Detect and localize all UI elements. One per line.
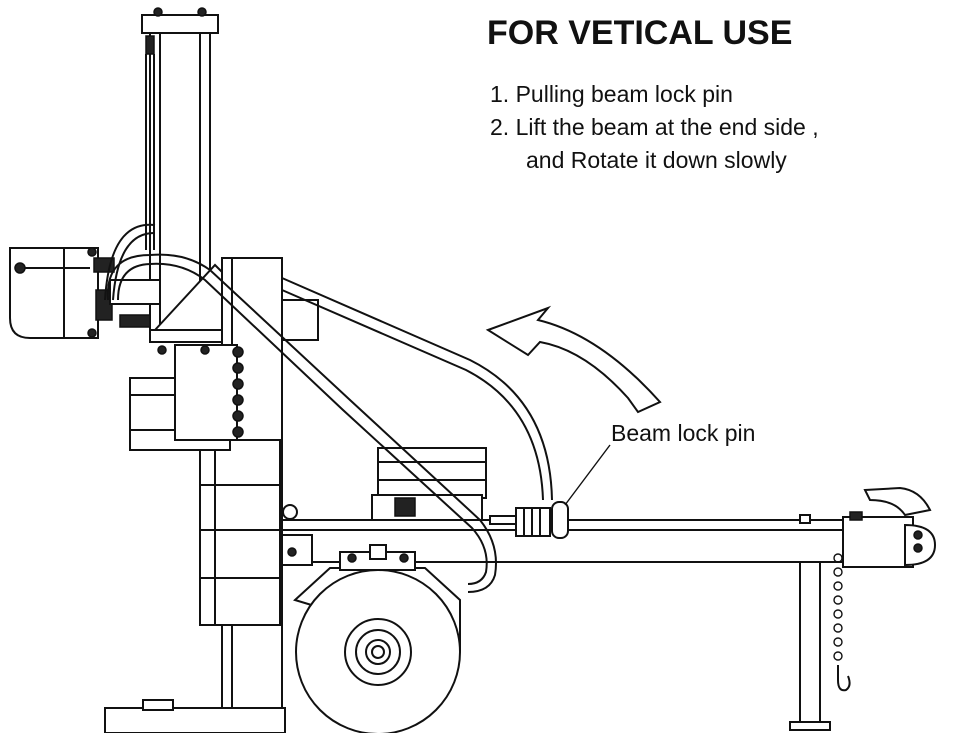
- rotation-arrow: [485, 305, 662, 414]
- beam-lock-pin-label: Beam lock pin: [611, 420, 756, 446]
- column-rungs: [199, 439, 281, 626]
- control-valve: [9, 247, 161, 339]
- engine: [371, 447, 487, 521]
- hydraulic-hose-main: [106, 253, 497, 593]
- instruction-title: FOR VETICAL USE: [487, 14, 793, 52]
- beam-lock-pin: [489, 501, 569, 539]
- hydraulic-hose-upper: [104, 223, 156, 301]
- step-2-continued: and Rotate it down slowly: [526, 147, 787, 173]
- jack-stand: [789, 514, 831, 731]
- instruction-steps: 1. Pulling beam lock pin 2. Lift the bea…: [490, 78, 819, 177]
- cylinder-top-cap: [141, 14, 219, 34]
- safety-chain: [833, 553, 851, 692]
- tow-hitch: [842, 486, 937, 568]
- wheel: [293, 567, 461, 733]
- step-1: 1. Pulling beam lock pin: [490, 81, 733, 107]
- base-plate: [104, 707, 286, 733]
- bolt-row: [157, 345, 244, 438]
- step-2: 2. Lift the beam at the end side ,: [490, 114, 819, 140]
- callout-leader: [564, 444, 611, 506]
- hydraulic-hose-lock: [281, 277, 553, 501]
- base-foot: [142, 699, 174, 711]
